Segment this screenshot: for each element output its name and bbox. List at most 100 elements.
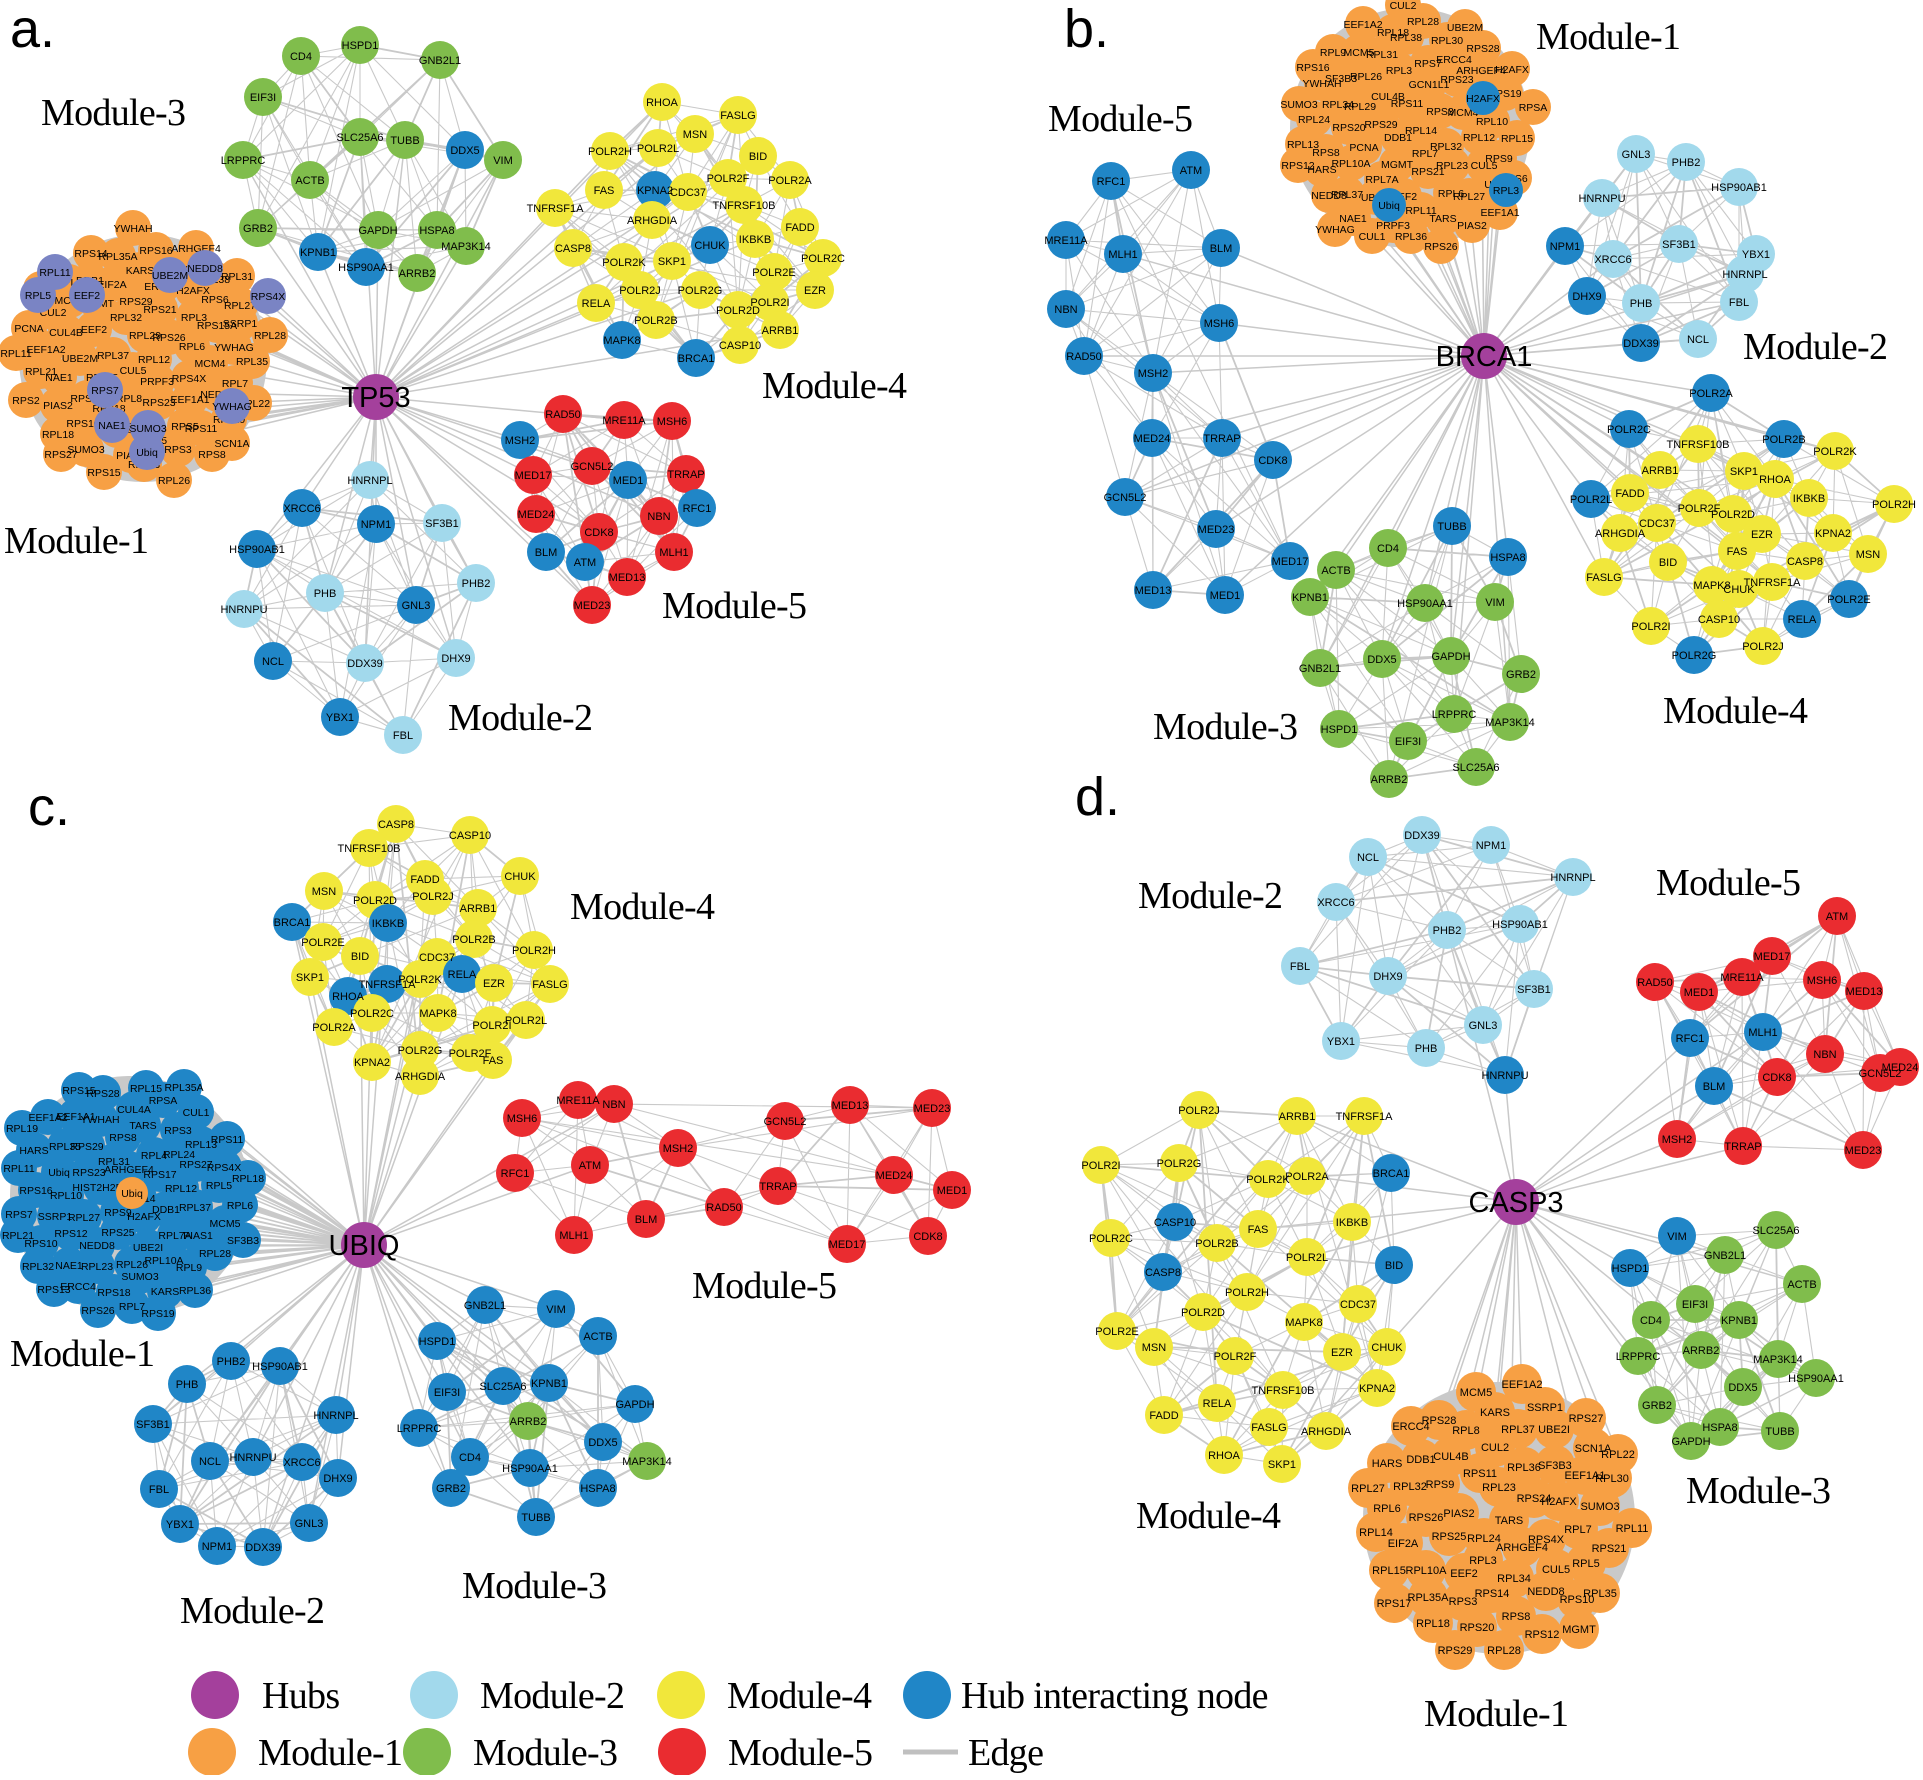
svg-text:MAPK8: MAPK8 <box>419 1008 456 1020</box>
svg-text:RPS28: RPS28 <box>86 1088 119 1100</box>
svg-text:RPL26: RPL26 <box>116 1259 148 1271</box>
svg-text:RPL7: RPL7 <box>1564 1524 1592 1536</box>
svg-text:RAD50: RAD50 <box>1066 351 1101 363</box>
svg-text:RPS26: RPS26 <box>1424 241 1457 253</box>
svg-text:d.: d. <box>1075 767 1120 827</box>
svg-text:NEDD8: NEDD8 <box>187 263 223 275</box>
svg-text:MSH6: MSH6 <box>1807 975 1838 987</box>
svg-text:FASLG: FASLG <box>1251 1422 1286 1434</box>
svg-text:CASP10: CASP10 <box>719 340 761 352</box>
svg-text:RPL15: RPL15 <box>130 1083 162 1095</box>
svg-text:RPL5: RPL5 <box>25 290 51 302</box>
svg-text:RPS11: RPS11 <box>211 1134 244 1146</box>
svg-text:RPL37: RPL37 <box>97 350 129 362</box>
svg-text:RPS29: RPS29 <box>70 1141 103 1153</box>
svg-text:BRCA1: BRCA1 <box>1373 1168 1410 1180</box>
svg-text:RPSA: RPSA <box>149 1095 178 1107</box>
svg-text:UBE2M: UBE2M <box>62 353 98 365</box>
svg-text:Ubiq: Ubiq <box>121 1188 143 1200</box>
svg-text:Module-2: Module-2 <box>1743 326 1887 368</box>
svg-text:POLR2B: POLR2B <box>1195 1238 1238 1250</box>
svg-text:RELA: RELA <box>1788 614 1817 626</box>
svg-text:POLR2J: POLR2J <box>1178 1105 1220 1117</box>
svg-text:RPS23: RPS23 <box>142 397 175 409</box>
svg-text:H2AFX: H2AFX <box>127 1211 161 1223</box>
svg-text:YBX1: YBX1 <box>1327 1036 1355 1048</box>
svg-text:RPL6: RPL6 <box>227 1200 253 1212</box>
svg-text:HNRNPL: HNRNPL <box>313 1410 358 1422</box>
svg-text:POLR2K: POLR2K <box>1246 1174 1290 1186</box>
svg-text:RPL35A: RPL35A <box>164 1082 203 1094</box>
svg-text:POLR2C: POLR2C <box>1607 424 1651 436</box>
svg-text:MAP3K14: MAP3K14 <box>1485 717 1535 729</box>
svg-text:Module-5: Module-5 <box>728 1732 872 1774</box>
svg-text:RPS19: RPS19 <box>141 1308 174 1320</box>
svg-text:HSPD1: HSPD1 <box>1612 1263 1649 1275</box>
svg-text:PHB: PHB <box>314 588 337 600</box>
svg-text:MSN: MSN <box>1142 1342 1167 1354</box>
svg-text:CUL4A: CUL4A <box>117 1104 151 1116</box>
svg-text:RPL10: RPL10 <box>50 1190 82 1202</box>
svg-text:TRRAP: TRRAP <box>667 469 704 481</box>
svg-text:DDX39: DDX39 <box>347 658 382 670</box>
svg-text:ARHGDIA: ARHGDIA <box>395 1071 446 1083</box>
svg-text:RPS8: RPS8 <box>1502 1611 1531 1623</box>
svg-text:BRCA1: BRCA1 <box>274 917 311 929</box>
svg-text:POLR2K: POLR2K <box>1813 446 1857 458</box>
svg-text:RPS16: RPS16 <box>19 1185 52 1197</box>
svg-text:RPL32: RPL32 <box>1393 1481 1427 1493</box>
svg-text:POLR2F: POLR2F <box>1678 503 1721 515</box>
svg-text:RPS3: RPS3 <box>164 444 192 456</box>
svg-text:KPNA2: KPNA2 <box>354 1057 390 1069</box>
svg-text:NPM1: NPM1 <box>1476 840 1507 852</box>
svg-text:DDB1: DDB1 <box>1384 132 1412 144</box>
svg-text:DDX39: DDX39 <box>1623 338 1658 350</box>
svg-text:RPL32: RPL32 <box>1430 141 1462 153</box>
svg-text:UBE2I: UBE2I <box>1538 1424 1570 1436</box>
svg-text:RPL9: RPL9 <box>1320 47 1346 59</box>
svg-text:HSP90AB1: HSP90AB1 <box>1711 182 1767 194</box>
svg-text:TNFRSF10B: TNFRSF10B <box>713 200 776 212</box>
svg-text:MRE11A: MRE11A <box>556 1095 600 1107</box>
svg-text:HIST2H2BE: HIST2H2BE <box>72 1182 129 1194</box>
svg-text:MLH1: MLH1 <box>559 1230 588 1242</box>
svg-text:POLR2I: POLR2I <box>750 297 789 309</box>
svg-text:POLR2F: POLR2F <box>1214 1351 1257 1363</box>
svg-text:ATM: ATM <box>574 557 596 569</box>
svg-text:RPL28: RPL28 <box>1407 16 1439 28</box>
svg-text:CDK8: CDK8 <box>1762 1072 1791 1084</box>
svg-text:POLR2C: POLR2C <box>1089 1233 1133 1245</box>
svg-text:c.: c. <box>28 777 70 837</box>
svg-text:UBIQ: UBIQ <box>329 1230 400 1262</box>
svg-text:ACTB: ACTB <box>1787 1279 1816 1291</box>
svg-text:SF3B3: SF3B3 <box>227 1235 259 1247</box>
svg-text:RPL11: RPL11 <box>0 348 31 360</box>
svg-text:GNB2L1: GNB2L1 <box>464 1300 506 1312</box>
svg-text:NBN: NBN <box>1813 1049 1836 1061</box>
svg-text:HARS: HARS <box>1307 164 1336 176</box>
svg-text:SF3B3: SF3B3 <box>1325 73 1357 85</box>
svg-text:RPL11: RPL11 <box>3 1163 34 1175</box>
svg-text:RPS9: RPS9 <box>104 1207 132 1219</box>
svg-text:SKP1: SKP1 <box>1268 1459 1296 1471</box>
svg-text:POLR2A: POLR2A <box>312 1022 356 1034</box>
svg-text:TNFRSF1A: TNFRSF1A <box>359 979 417 991</box>
svg-text:SLC25A6: SLC25A6 <box>336 132 383 144</box>
svg-text:RPL37: RPL37 <box>1331 189 1363 201</box>
svg-text:SSRP1: SSRP1 <box>223 318 258 330</box>
svg-text:SUMO3: SUMO3 <box>1580 1501 1619 1513</box>
svg-text:TNFRSF1A: TNFRSF1A <box>1744 577 1802 589</box>
svg-text:EZR: EZR <box>1751 529 1773 541</box>
svg-text:HNRNPU: HNRNPU <box>1481 1070 1528 1082</box>
svg-text:POLR2E: POLR2E <box>301 937 344 949</box>
svg-text:RPL12: RPL12 <box>1463 132 1495 144</box>
svg-text:SKP1: SKP1 <box>1730 466 1758 478</box>
svg-text:NCL: NCL <box>199 1456 221 1468</box>
svg-text:RPS23: RPS23 <box>1440 74 1473 86</box>
svg-text:RPL7: RPL7 <box>119 1301 145 1313</box>
svg-text:CDC37: CDC37 <box>419 952 455 964</box>
svg-text:MED24: MED24 <box>518 509 555 521</box>
svg-text:SF3B1: SF3B1 <box>1662 239 1696 251</box>
svg-text:KARS: KARS <box>126 265 155 277</box>
svg-text:Module-5: Module-5 <box>1656 862 1800 904</box>
